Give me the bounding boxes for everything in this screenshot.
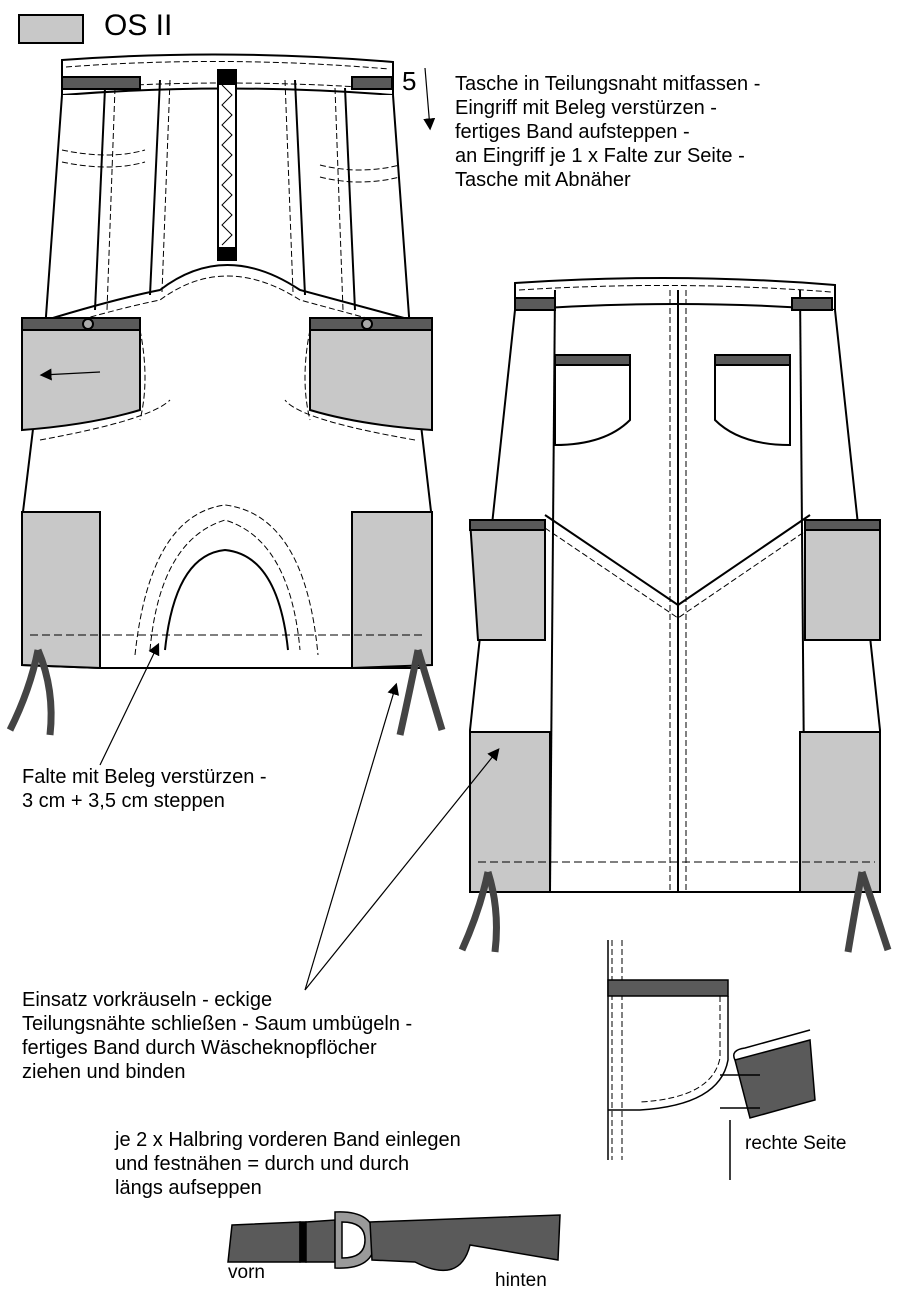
instruction-line: Teilungsnähte schließen - Saum umbügeln …	[22, 1013, 413, 1035]
pocket-instructions: Tasche in Teilungsnaht mitfassen - Eingr…	[455, 72, 760, 192]
fabric-swatch	[18, 14, 84, 44]
ring-instructions: je 2 x Halbring vorderen Band einlegen u…	[115, 1128, 461, 1200]
front-skirt-drawing	[6, 53, 446, 736]
pocket-detail-drawing	[607, 940, 816, 1180]
front-label: vorn	[228, 1262, 265, 1283]
instruction-line: 3 cm + 3,5 cm steppen	[22, 790, 225, 812]
instruction-line: Tasche mit Abnäher	[455, 169, 631, 191]
front-belt-loop-left	[61, 76, 141, 90]
fold-instructions: Falte mit Beleg verstürzen - 3 cm + 3,5 …	[22, 765, 267, 813]
page-title: OS II	[104, 9, 173, 42]
front-belt-loop-right	[351, 76, 393, 90]
ring-belt-drawing	[227, 1211, 561, 1272]
instruction-line: Einsatz vorkräuseln - eckige	[22, 989, 273, 1011]
instruction-line: an Eingriff je 1 x Falte zur Seite -	[455, 145, 745, 167]
step-number: 5	[402, 66, 417, 96]
instruction-line: Tasche in Teilungsnaht mitfassen -	[455, 73, 761, 95]
instruction-line: je 2 x Halbring vorderen Band einlegen	[115, 1129, 461, 1151]
instruction-line: Eingriff mit Beleg verstürzen -	[455, 97, 717, 119]
back-skirt-drawing	[458, 276, 892, 953]
insert-instructions: Einsatz vorkräuseln - eckige Teilungsnäh…	[22, 988, 412, 1084]
back-label: hinten	[495, 1270, 547, 1291]
instruction-line: längs aufseppen	[115, 1177, 262, 1199]
right-side-label: rechte Seite	[745, 1133, 847, 1154]
instruction-line: fertiges Band aufsteppen -	[455, 121, 690, 143]
instruction-line: und festnähen = durch und durch	[115, 1153, 410, 1175]
instruction-line: ziehen und binden	[22, 1061, 186, 1083]
instruction-line: Falte mit Beleg verstürzen -	[22, 766, 267, 788]
leader-lines	[39, 67, 500, 991]
instruction-line: fertiges Band durch Wäscheknopflöcher	[22, 1037, 377, 1059]
